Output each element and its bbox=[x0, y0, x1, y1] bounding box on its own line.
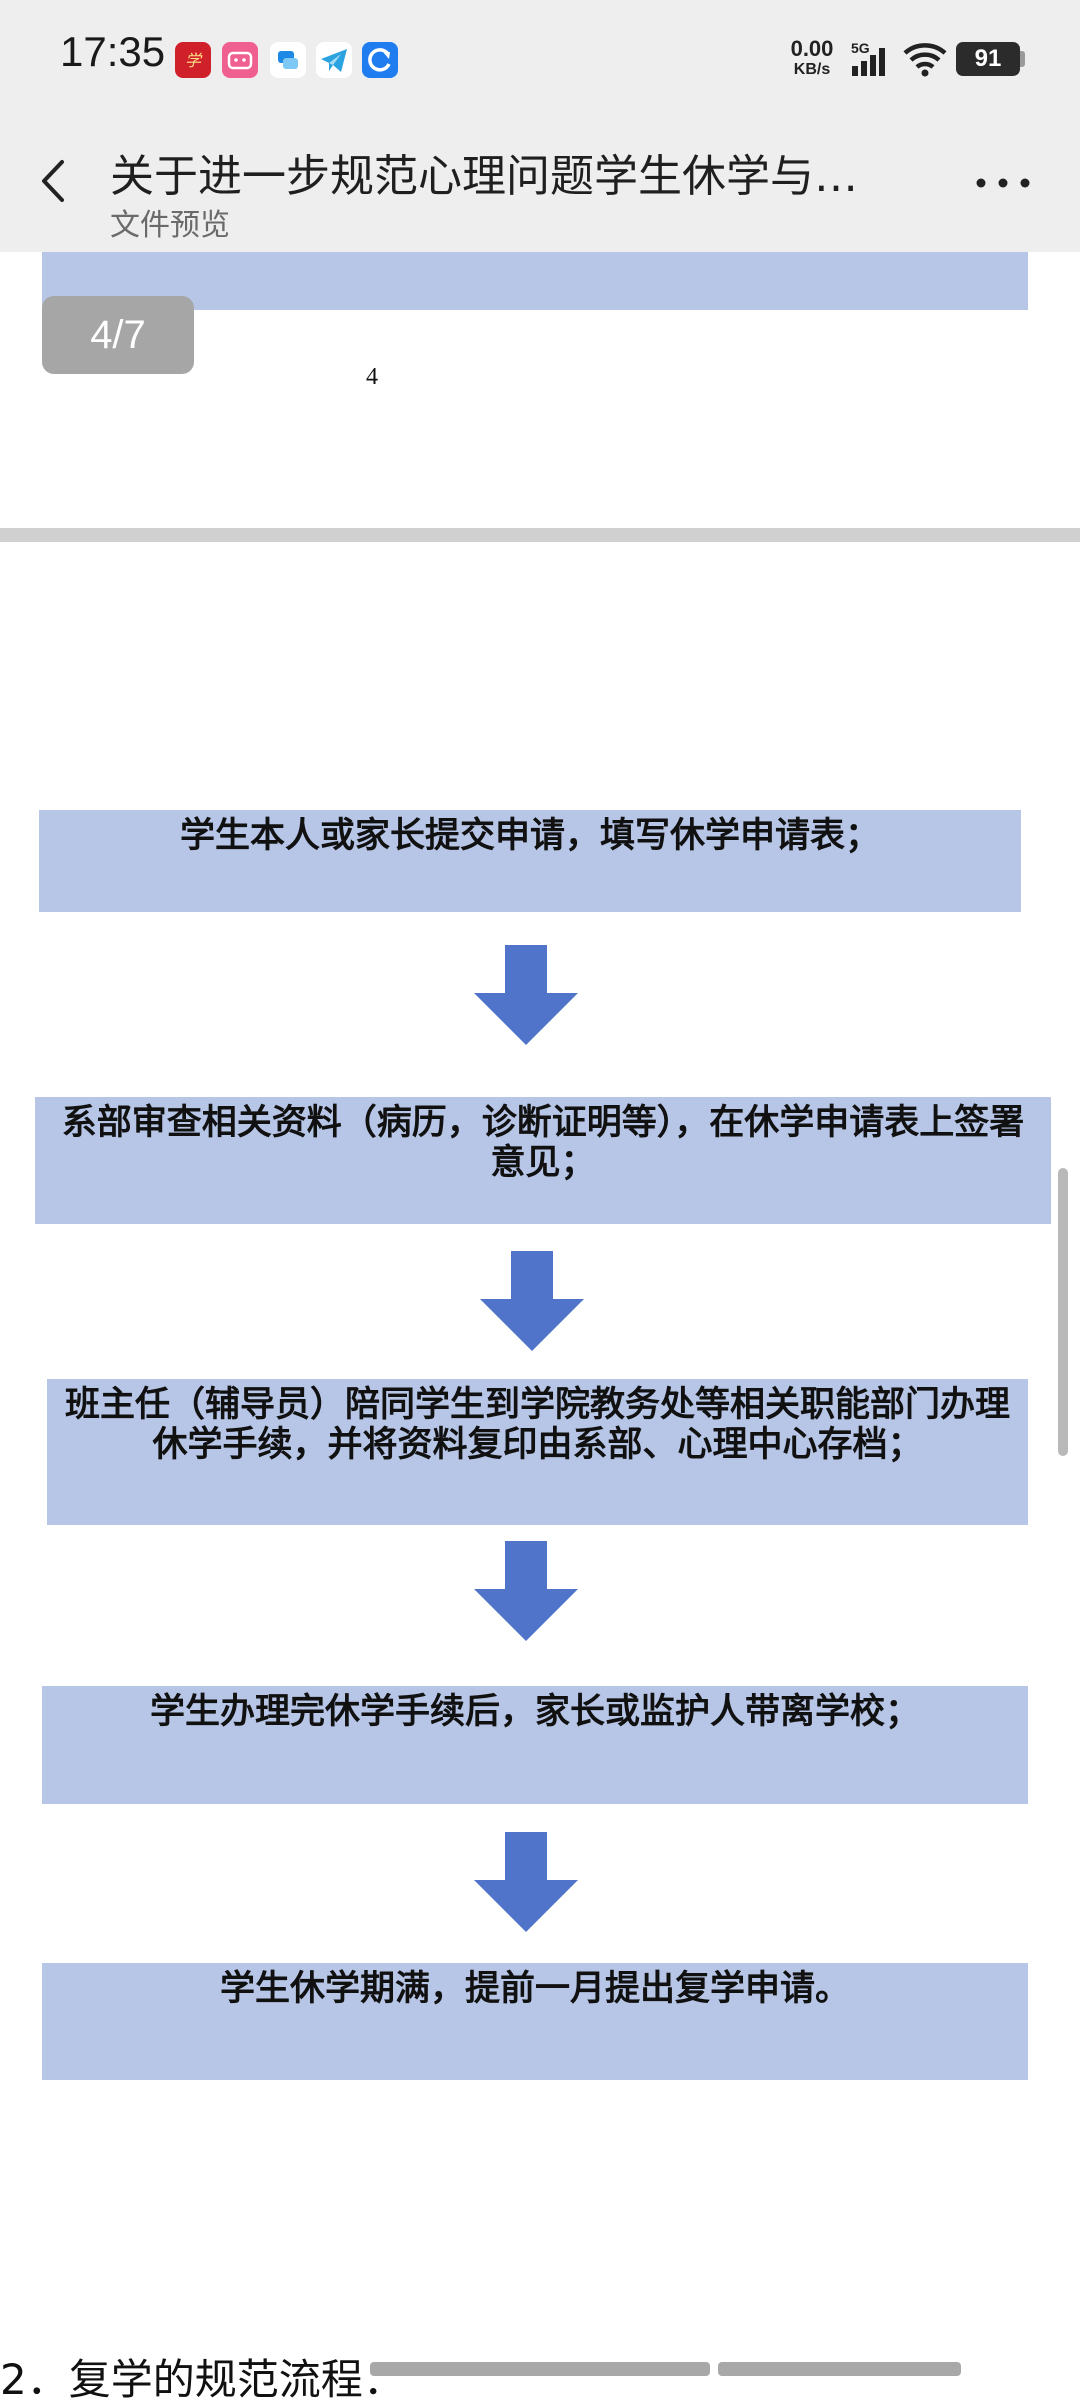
svg-text:学: 学 bbox=[185, 51, 203, 70]
down-arrow-icon bbox=[474, 1541, 578, 1641]
document-subtitle: 文件预览 bbox=[110, 208, 230, 243]
horizontal-scrollbar-left[interactable] bbox=[370, 2362, 710, 2376]
status-time: 17:35 bbox=[60, 28, 166, 75]
status-bar: 17:35 学 0.00 KB/s 5G 91 bbox=[0, 0, 1080, 118]
document-title: 关于进一步规范心理问题学生休学与… bbox=[110, 151, 858, 202]
battery-icon: 91 bbox=[956, 42, 1020, 76]
flow-step-4: 学生办理完休学手续后，家长或监护人带离学校； bbox=[42, 1686, 1028, 1804]
flow-step-5: 学生休学期满，提前一月提出复学申请。 bbox=[42, 1963, 1028, 2080]
down-arrow-icon bbox=[474, 945, 578, 1045]
next-section-heading: 2．复学的规范流程： bbox=[0, 2355, 405, 2404]
horizontal-scrollbar-right[interactable] bbox=[718, 2362, 961, 2376]
bilibili-app-icon bbox=[222, 42, 258, 78]
sync-app-icon bbox=[362, 42, 398, 78]
signal-5g-icon: 5G bbox=[851, 40, 885, 76]
flow-step-2: 系部审查相关资料（病历，诊断证明等），在休学申请表上签署意见； bbox=[35, 1097, 1051, 1224]
more-options-button[interactable] bbox=[960, 158, 1046, 208]
down-arrow-icon bbox=[480, 1251, 584, 1351]
app-bar: 关于进一步规范心理问题学生休学与… 文件预览 bbox=[0, 118, 1080, 252]
document-viewer[interactable]: 4/7 4 学生本人或家长提交申请，填写休学申请表； 系部审查相关资料（病历，诊… bbox=[0, 252, 1080, 2404]
net-speed-value: 0.00 bbox=[790, 36, 834, 61]
vertical-scrollbar[interactable] bbox=[1058, 1168, 1068, 1456]
back-button[interactable] bbox=[22, 148, 88, 214]
net-speed: 0.00 KB/s bbox=[786, 38, 838, 78]
network-type-label: 5G bbox=[851, 40, 870, 56]
flow-step-1: 学生本人或家长提交申请，填写休学申请表； bbox=[39, 810, 1021, 912]
page-indicator: 4/7 bbox=[42, 296, 194, 374]
battery-cap bbox=[1020, 51, 1025, 67]
xuexi-app-icon: 学 bbox=[175, 42, 211, 78]
message-app-icon bbox=[270, 42, 306, 78]
wifi-icon bbox=[903, 43, 947, 77]
page-separator bbox=[0, 528, 1080, 542]
previous-page-flow-box bbox=[42, 252, 1028, 310]
net-speed-unit: KB/s bbox=[793, 61, 831, 78]
battery-level: 91 bbox=[974, 45, 1002, 72]
down-arrow-icon bbox=[474, 1832, 578, 1932]
page-number: 4 bbox=[366, 364, 378, 390]
flow-step-3: 班主任（辅导员）陪同学生到学院教务处等相关职能部门办理休学手续，并将资料复印由系… bbox=[47, 1379, 1028, 1525]
telegram-app-icon bbox=[316, 42, 352, 78]
